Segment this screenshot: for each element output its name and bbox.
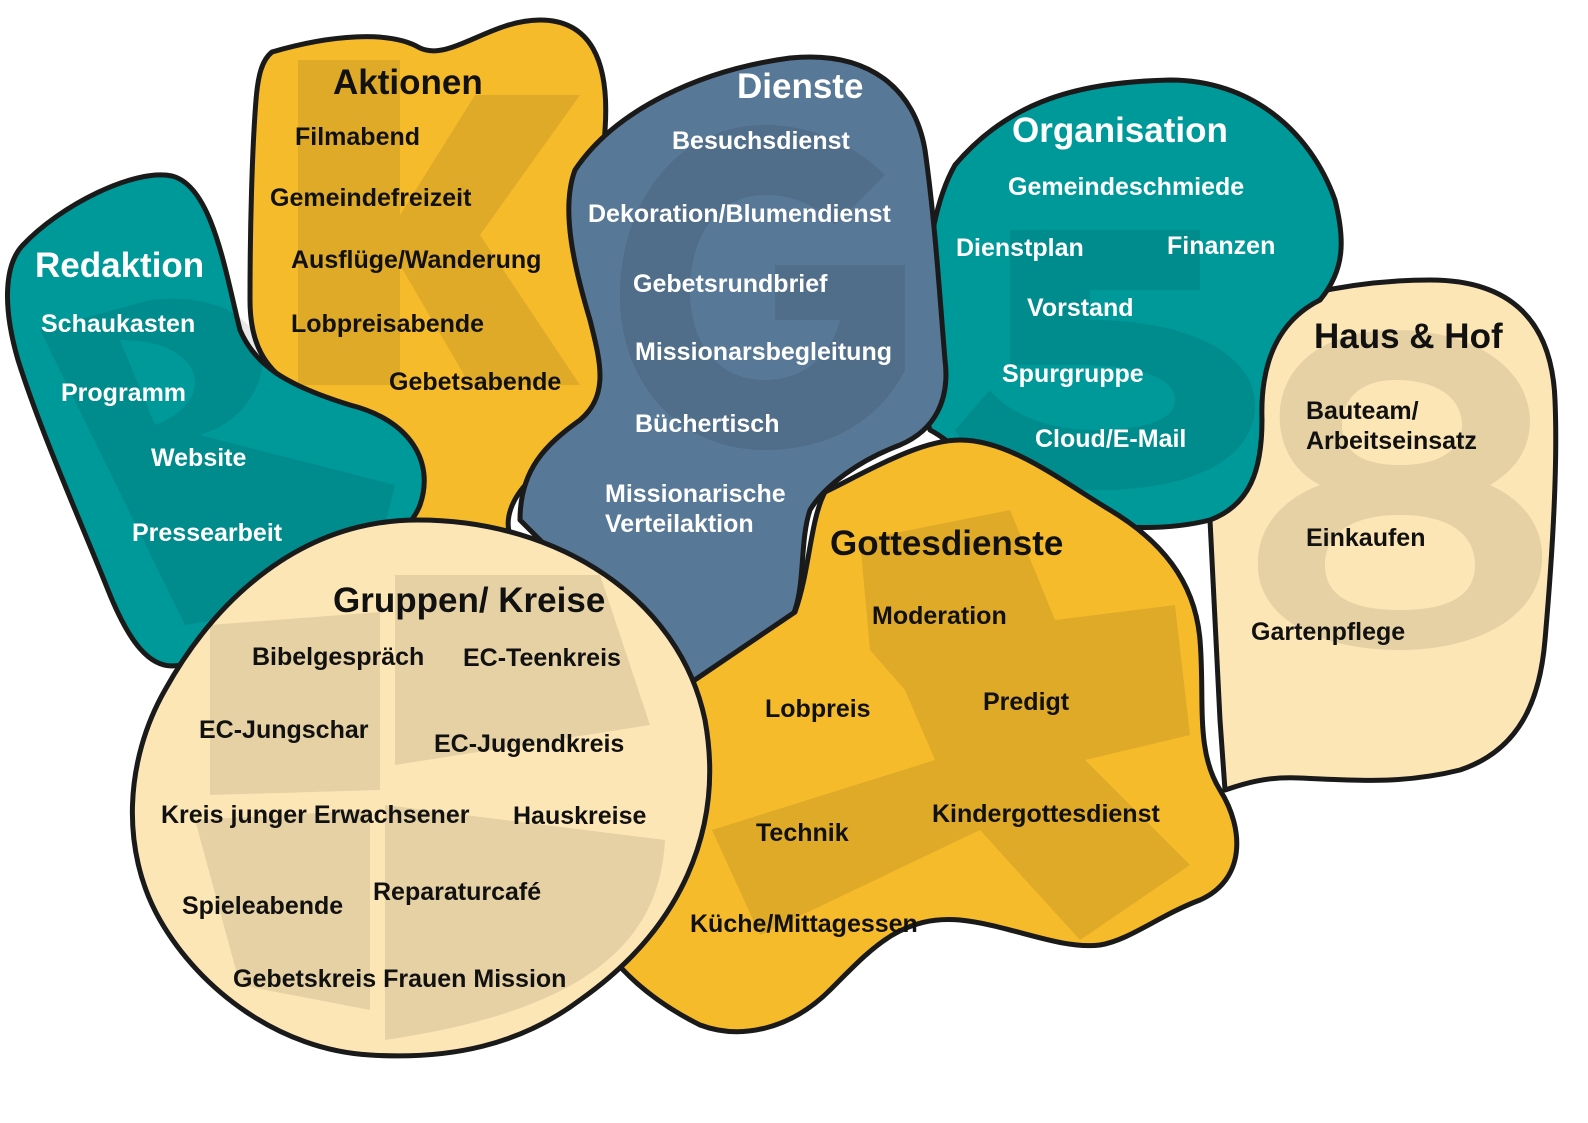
gottesdienste-item-technik[interactable]: Technik bbox=[756, 819, 849, 847]
gruppen-item-bibelgespraech[interactable]: Bibelgespräch bbox=[252, 643, 425, 671]
gottesdienste-item-lobpreis[interactable]: Lobpreis bbox=[765, 695, 871, 723]
haus-hof-item-arbeitseinsatz[interactable]: Arbeitseinsatz bbox=[1306, 427, 1477, 455]
haus-hof-item-einkaufen[interactable]: Einkaufen bbox=[1306, 524, 1426, 552]
organisation-item-dienstplan[interactable]: Dienstplan bbox=[956, 234, 1084, 262]
redaktion-item-website[interactable]: Website bbox=[151, 444, 247, 472]
aktionen-item-gebetsabende[interactable]: Gebetsabende bbox=[389, 368, 562, 396]
gottesdienste-item-moderation[interactable]: Moderation bbox=[872, 602, 1007, 630]
gruppen-title: Gruppen/ Kreise bbox=[333, 581, 606, 620]
gruppen-item-hauskreise[interactable]: Hauskreise bbox=[513, 802, 647, 830]
gottesdienste-title: Gottesdienste bbox=[830, 524, 1064, 563]
dienste-item-buechertisch[interactable]: Büchertisch bbox=[635, 410, 780, 438]
organisation-item-finanzen[interactable]: Finanzen bbox=[1167, 232, 1276, 260]
dienste-item-dekoration[interactable]: Dekoration/Blumendienst bbox=[588, 200, 891, 228]
gruppen-item-kreis-junger-erwachsener[interactable]: Kreis junger Erwachsener bbox=[161, 801, 470, 829]
haus-hof-8-glyph bbox=[1257, 330, 1543, 650]
dienste-title: Dienste bbox=[737, 67, 864, 106]
organisation-title: Organisation bbox=[1012, 111, 1228, 150]
haus-hof-title: Haus & Hof bbox=[1314, 317, 1503, 356]
dienste-item-gebetsrundbrief[interactable]: Gebetsrundbrief bbox=[633, 270, 828, 298]
redaktion-item-programm[interactable]: Programm bbox=[61, 379, 187, 407]
aktionen-title: Aktionen bbox=[333, 63, 483, 102]
redaktion-item-schaukasten[interactable]: Schaukasten bbox=[41, 310, 196, 338]
gottesdienste-item-kueche[interactable]: Küche/Mittagessen bbox=[690, 910, 918, 938]
aktionen-item-gemeindefreizeit[interactable]: Gemeindefreizeit bbox=[270, 184, 472, 212]
aktionen-k-glyph bbox=[298, 60, 580, 385]
organisation-item-cloud-email[interactable]: Cloud/E-Mail bbox=[1035, 425, 1187, 453]
redaktion-title: Redaktion bbox=[35, 246, 205, 285]
redaktion-r-glyph bbox=[40, 298, 395, 625]
dienste-item-missionarsbegleitung[interactable]: Missionarsbegleitung bbox=[635, 338, 892, 366]
gruppen-item-ec-jungschar[interactable]: EC-Jungschar bbox=[199, 716, 369, 744]
gruppen-item-ec-jugendkreis[interactable]: EC-Jugendkreis bbox=[434, 730, 625, 758]
redaktion-item-pressearbeit[interactable]: Pressearbeit bbox=[132, 519, 283, 547]
dienste-item-missionarische[interactable]: Missionarische bbox=[605, 480, 786, 508]
aktionen-item-filmabend[interactable]: Filmabend bbox=[295, 123, 421, 151]
dienste-item-verteilaktion[interactable]: Verteilaktion bbox=[605, 510, 754, 538]
gruppen-item-spieleabende[interactable]: Spieleabende bbox=[182, 892, 344, 920]
haus-hof-bubble[interactable] bbox=[1207, 277, 1559, 793]
organisation-item-gemeindeschmiede[interactable]: Gemeindeschmiede bbox=[1008, 173, 1245, 201]
dienste-item-besuchsdienst[interactable]: Besuchsdienst bbox=[672, 127, 850, 155]
aktionen-item-ausfluege[interactable]: Ausflüge/Wanderung bbox=[291, 246, 542, 274]
organisation-s-glyph bbox=[955, 230, 1255, 490]
dienste-g-glyph bbox=[620, 125, 905, 450]
gruppen-bubble[interactable] bbox=[130, 517, 713, 1059]
aktionen-item-lobpreisabende[interactable]: Lobpreisabende bbox=[291, 310, 485, 338]
organisation-item-vorstand[interactable]: Vorstand bbox=[1027, 294, 1134, 322]
gottesdienste-item-predigt[interactable]: Predigt bbox=[983, 688, 1070, 716]
gruppen-item-ec-teenkreis[interactable]: EC-Teenkreis bbox=[463, 644, 621, 672]
organisation-item-spurgruppe[interactable]: Spurgruppe bbox=[1002, 360, 1144, 388]
gruppen-item-gebetskreis-frauen-mission[interactable]: Gebetskreis Frauen Mission bbox=[233, 965, 567, 993]
gottesdienste-item-kindergottesdienst[interactable]: Kindergottesdienst bbox=[932, 800, 1160, 828]
gruppen-cross-glyph bbox=[195, 575, 665, 1040]
haus-hof-item-bauteam[interactable]: Bauteam/ bbox=[1306, 397, 1419, 425]
gruppen-item-reparaturcafe[interactable]: Reparaturcafé bbox=[373, 878, 542, 906]
haus-hof-item-gartenpflege[interactable]: Gartenpflege bbox=[1251, 618, 1406, 646]
gottesdienste-cross-glyph bbox=[712, 510, 1190, 940]
gottesdienste-bubble[interactable] bbox=[607, 437, 1240, 1035]
